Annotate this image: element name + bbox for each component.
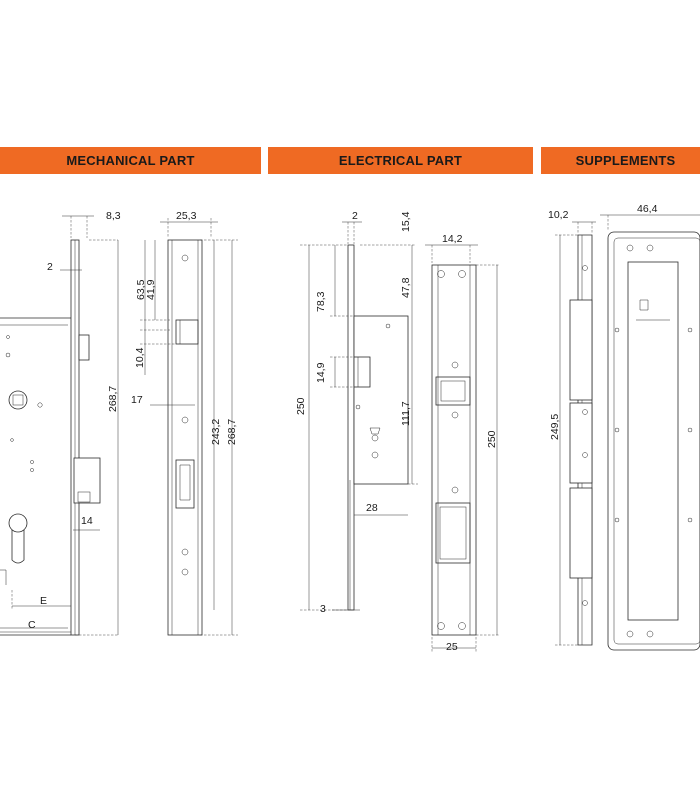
dim-41-9: 41,9 [145, 279, 157, 300]
mechanical-lock-body-side [0, 239, 101, 636]
supplements-header: SUPPLEMENTS [541, 147, 700, 174]
dim-268-7-strike: 268,7 [226, 419, 238, 445]
dim-243-2: 243,2 [210, 419, 222, 445]
dim-10-2: 10,2 [548, 209, 569, 221]
supplement-cover-plate [607, 231, 700, 651]
dim-78-3: 78,3 [315, 291, 327, 312]
mechanical-strike-plate [167, 239, 203, 636]
dim-17: 17 [131, 394, 143, 406]
dim-2-elec: 2 [352, 210, 358, 222]
dimension-labels: 8,3 25,3 2 63,5 41,9 10,4 17 268,7 243,2… [28, 203, 658, 653]
strike-dimensions [140, 218, 238, 636]
electrical-part-header: ELECTRICAL PART [268, 147, 533, 174]
dim-14-2: 14,2 [442, 233, 463, 245]
supplement-side-profile [569, 234, 593, 646]
electrical-dimensions [300, 221, 418, 611]
mechanical-dimensions [0, 215, 119, 636]
dim-268-7-lock: 268,7 [107, 386, 119, 412]
dim-10-4: 10,4 [134, 347, 146, 368]
dim-3: 3 [320, 603, 326, 615]
dim-25: 25 [446, 641, 458, 653]
dim-25-3: 25,3 [176, 210, 197, 222]
dim-63-5: 63,5 [135, 279, 147, 300]
dim-14: 14 [81, 515, 93, 527]
electric-strike-body-side [347, 244, 409, 611]
dim-46-4: 46,4 [637, 203, 658, 215]
dim-C: C [28, 619, 36, 631]
dim-250-body: 250 [295, 397, 307, 415]
dim-47-8: 47,8 [400, 277, 412, 298]
dim-250-faceplate: 250 [486, 430, 498, 448]
electric-strike-faceplate [431, 264, 477, 636]
supplement-dimensions [555, 214, 700, 646]
dim-15-4: 15,4 [400, 211, 412, 232]
dim-E: E [40, 595, 47, 607]
dim-2-mech: 2 [47, 261, 53, 273]
faceplate-dimensions [425, 244, 500, 652]
mechanical-part-header: MECHANICAL PART [0, 147, 261, 174]
dim-8-3: 8,3 [106, 210, 121, 222]
dim-111-7: 111,7 [400, 401, 412, 426]
dim-28: 28 [366, 502, 378, 514]
dim-14-9: 14,9 [315, 362, 327, 383]
dim-249-5: 249,5 [549, 414, 561, 440]
